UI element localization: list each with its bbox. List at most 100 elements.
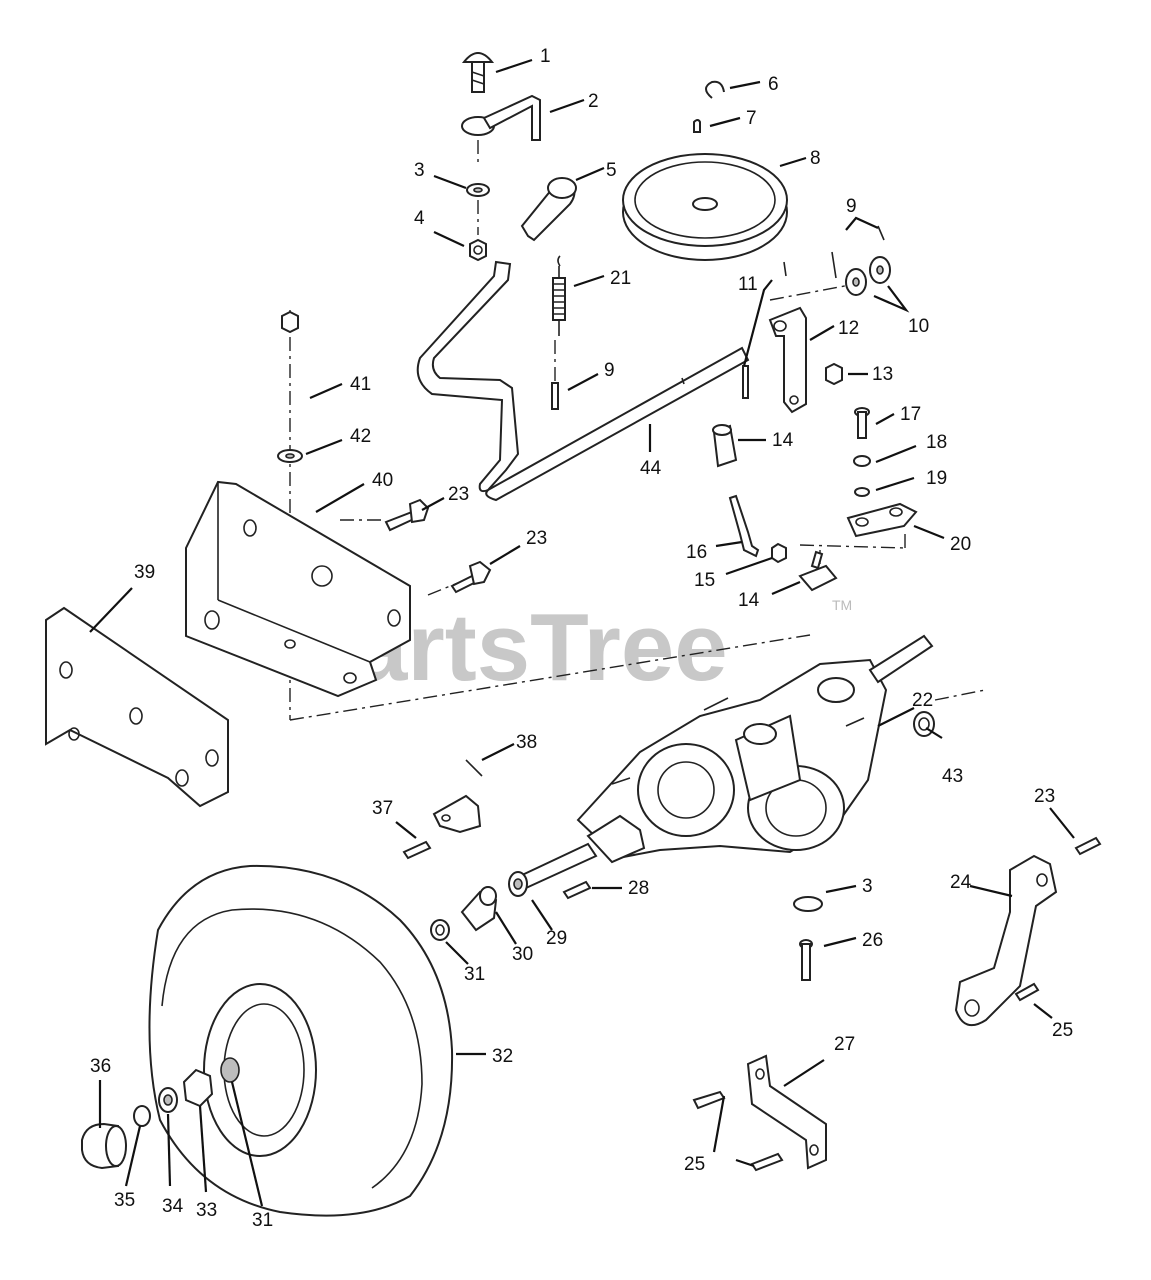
part-washer-34 <box>158 1087 178 1113</box>
callout-30: 30 <box>512 944 533 965</box>
callout-25-b: 25 <box>684 1154 705 1175</box>
callout-24: 24 <box>950 872 972 893</box>
callout-31-a: 31 <box>464 964 485 985</box>
part-link-20 <box>846 502 918 538</box>
part-axle-shaft <box>518 842 598 890</box>
callout-40: 40 <box>372 470 393 491</box>
callout-labels: 1 2 3 4 5 6 7 8 9 21 11 12 10 13 9 41 42… <box>90 46 1073 1231</box>
part-bolt-17 <box>854 407 870 439</box>
callout-3-b: 3 <box>862 876 873 897</box>
part-washer <box>466 183 490 197</box>
callout-23-c: 23 <box>1034 786 1055 807</box>
callout-34: 34 <box>162 1196 184 1217</box>
part-pin-11 <box>742 365 749 399</box>
callout-33: 33 <box>196 1200 217 1221</box>
part-handle-grip <box>520 177 577 242</box>
part-control-rod-44 <box>485 346 750 502</box>
part-lift-lever <box>768 306 807 414</box>
callout-15: 15 <box>694 570 715 591</box>
callout-42: 42 <box>350 426 371 447</box>
part-spring <box>552 255 566 336</box>
part-mounting-bracket-40 <box>185 480 411 698</box>
callout-22: 22 <box>912 690 933 711</box>
part-bolt-23c <box>1074 836 1102 856</box>
part-hex-nut <box>469 238 487 262</box>
callout-25-a: 25 <box>1052 1020 1073 1041</box>
callout-18: 18 <box>926 432 947 453</box>
callout-38: 38 <box>516 732 537 753</box>
part-washers-pair <box>845 256 891 296</box>
callout-3: 3 <box>414 160 425 181</box>
callout-20: 20 <box>950 534 971 555</box>
leader-lines <box>89 58 1075 1207</box>
callout-17: 17 <box>900 404 921 425</box>
callout-9-top: 9 <box>846 196 857 217</box>
callout-8: 8 <box>810 148 821 169</box>
part-washer-18 <box>853 455 871 467</box>
part-shift-rod <box>416 260 520 493</box>
part-bracket-24 <box>954 854 1058 1027</box>
part-bracket-27 <box>746 1054 827 1170</box>
part-plate-39 <box>45 606 229 808</box>
part-bracket-arm <box>461 94 541 141</box>
part-carriage-bolt <box>461 52 495 93</box>
assembly-guide-lines <box>289 140 986 721</box>
part-hex-bolt-23b <box>450 560 492 594</box>
callout-11: 11 <box>738 274 758 295</box>
part-hex-bolt-23a <box>384 498 430 532</box>
part-hub-cap-36 <box>81 1122 127 1170</box>
part-bolt-26 <box>799 939 813 981</box>
part-key-38 <box>465 759 483 777</box>
callout-16: 16 <box>686 542 707 563</box>
part-clevis-pin <box>551 382 559 410</box>
callout-2: 2 <box>588 91 599 112</box>
part-retaining-ring-35 <box>133 1105 151 1127</box>
callout-39: 39 <box>134 562 155 583</box>
callout-32: 32 <box>492 1046 513 1067</box>
callout-21: 21 <box>610 268 631 289</box>
callout-26: 26 <box>862 930 883 951</box>
callout-19: 19 <box>926 468 947 489</box>
callout-9-mid: 9 <box>604 360 615 381</box>
part-hub-33 <box>182 1068 214 1108</box>
part-key-28 <box>562 880 592 900</box>
callout-23-a: 23 <box>448 484 469 505</box>
part-bolt-25a <box>1014 982 1040 1002</box>
part-nut-41 <box>281 310 299 334</box>
callout-43: 43 <box>942 766 963 787</box>
part-rod-16 <box>728 494 760 558</box>
callout-36: 36 <box>90 1056 111 1077</box>
part-washer-19 <box>854 487 870 497</box>
callout-5: 5 <box>606 160 617 181</box>
callout-27: 27 <box>834 1034 855 1055</box>
part-washer-29 <box>508 871 528 897</box>
part-bushing-14a <box>712 424 738 468</box>
callout-41: 41 <box>350 374 371 395</box>
part-transaxle-22 <box>576 634 934 864</box>
callout-23-b: 23 <box>526 528 547 549</box>
part-tire-32 <box>148 864 454 1217</box>
part-lock-nut-13 <box>825 362 843 386</box>
part-woodruff-key <box>693 119 701 133</box>
part-screw-37 <box>402 840 432 860</box>
part-nut-15 <box>771 542 787 564</box>
callout-6: 6 <box>768 74 779 95</box>
part-washer-42 <box>277 449 303 463</box>
callout-28: 28 <box>628 878 649 899</box>
callout-13: 13 <box>872 364 893 385</box>
callout-29: 29 <box>546 928 567 949</box>
part-washer-3b <box>793 896 823 912</box>
part-pulley <box>622 153 788 261</box>
part-cotter-pins <box>783 225 885 279</box>
callout-12: 12 <box>838 318 859 339</box>
callout-7: 7 <box>746 108 757 129</box>
part-bracket-14b <box>798 550 838 592</box>
callout-1: 1 <box>540 46 551 67</box>
part-bushing-31a <box>430 919 450 941</box>
callout-31-b: 31 <box>252 1210 273 1231</box>
callout-14-b: 14 <box>738 590 760 611</box>
part-spacer-30 <box>460 886 498 932</box>
part-e-clip <box>705 80 725 99</box>
